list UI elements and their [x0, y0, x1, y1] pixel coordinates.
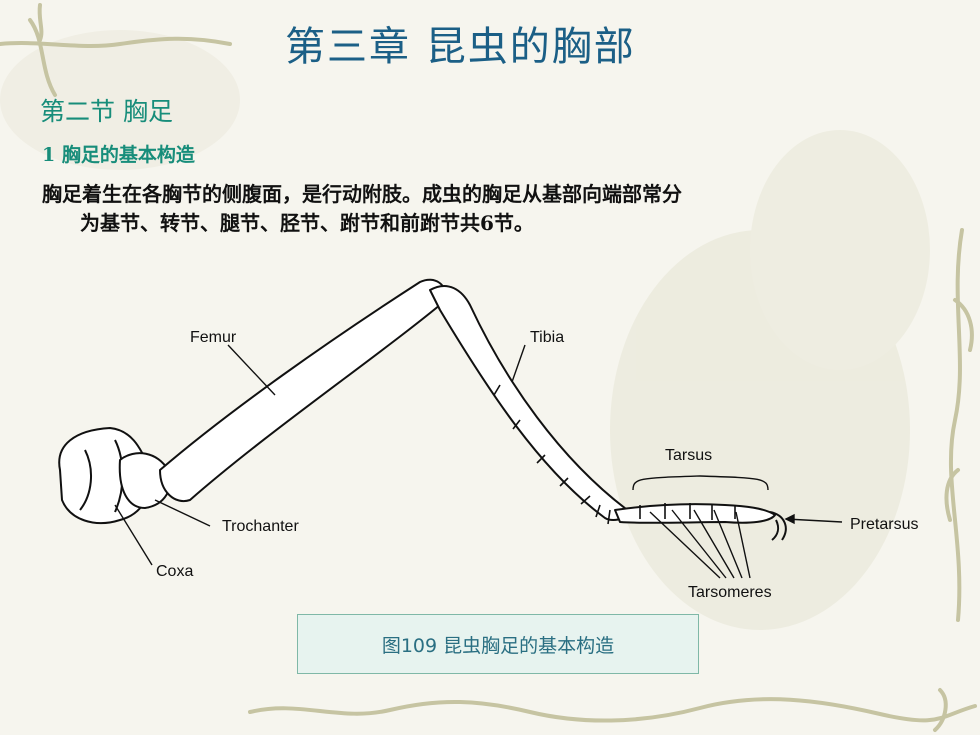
label-tarsomeres: Tarsomeres: [688, 584, 772, 601]
subsection-heading: 1 胸足的基本构造: [42, 144, 195, 166]
section-heading: 第二节 胸足: [40, 97, 173, 126]
femur-shape: [159, 278, 448, 503]
body-text-line-2: 为基节、转节、腿节、胫节、跗节和前跗节共6节。: [80, 211, 534, 235]
figure-caption-box: 图109 昆虫胸足的基本构造: [297, 614, 699, 674]
label-trochanter: Trochanter: [222, 518, 299, 535]
body-text-line-1: 胸足着生在各胸节的侧腹面，是行动附肢。成虫的胸足从基部向端部常分: [42, 182, 682, 206]
trochanter-shape: [118, 452, 172, 509]
vine-right: [944, 228, 974, 622]
slide-title: 第三章 昆虫的胸部: [285, 24, 636, 70]
label-pretarsus: Pretarsus: [850, 516, 918, 533]
tibia-shape: [429, 285, 631, 521]
label-coxa: Coxa: [156, 563, 193, 580]
tarsomeres-leaders: [649, 509, 751, 579]
femur-leader: [227, 344, 276, 396]
coxa-leader: [114, 504, 153, 566]
vine-bottom: [248, 688, 977, 732]
pretarsus-leader: [785, 518, 843, 523]
vine-top-left: [0, 3, 232, 97]
figure-caption: 图109 昆虫胸足的基本构造: [381, 634, 615, 657]
tarsus-shape: [614, 503, 776, 524]
tibia-leader: [511, 344, 526, 383]
tarsus-bracket: [632, 475, 769, 491]
label-tibia: Tibia: [530, 329, 564, 346]
pretarsus-claw-shape: [769, 511, 787, 541]
trochanter-leader: [154, 499, 211, 527]
label-femur: Femur: [190, 329, 237, 346]
label-tarsus: Tarsus: [665, 447, 712, 464]
